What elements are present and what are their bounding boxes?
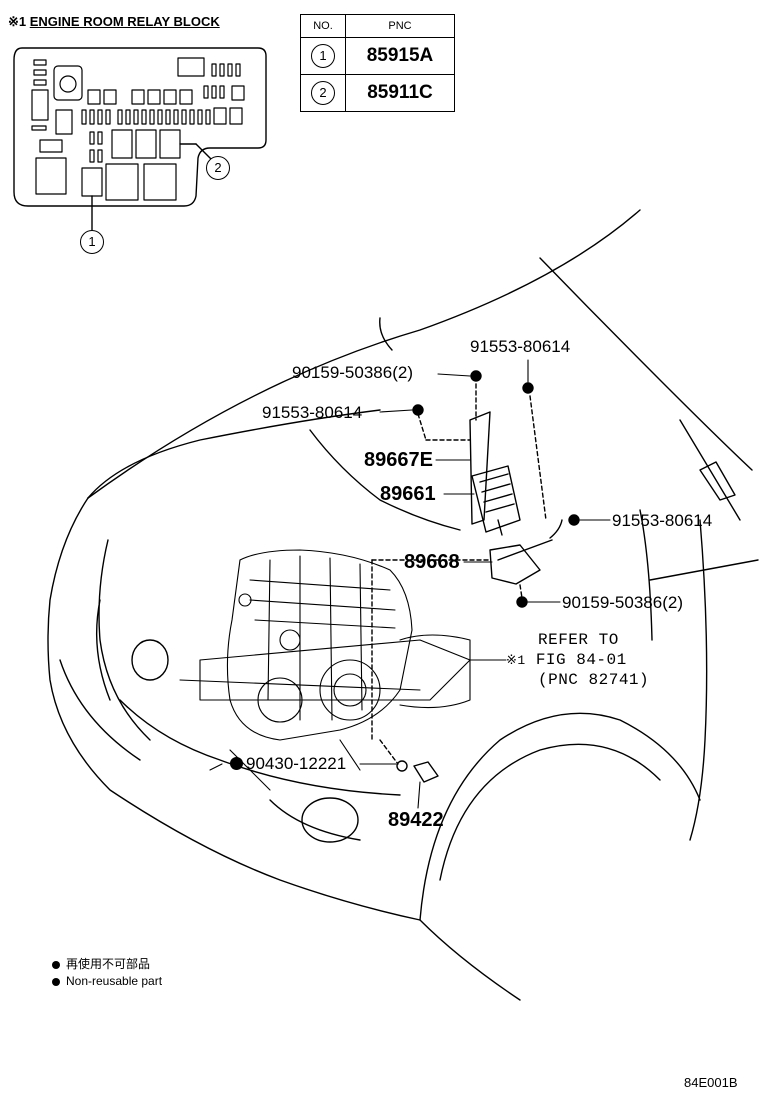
fender-outline [419,712,701,921]
reference-line-1: REFER TO [538,631,619,649]
relay-block-outline [13,47,267,207]
table-row: 1 85915A [300,37,455,75]
relay-callout-2: 2 [206,156,230,180]
engine-block [179,549,471,791]
label-bracket-lower[interactable]: 89668 [404,551,460,573]
label-ecu[interactable]: 89661 [380,483,436,505]
label-gasket[interactable]: 90430-12221 [230,755,346,772]
reference-line-3: (PNC 82741) [538,671,650,689]
label-bolt-lower[interactable]: 90159-50386(2) [562,593,683,612]
pnc-table-header-pnc: PNC [345,14,455,38]
row-number: 2 [311,81,335,105]
label-bolt-top[interactable]: 90159-50386(2) [292,363,413,382]
label-bracket[interactable]: 89667E [364,449,433,471]
front-bumper-outline [47,497,421,921]
legend-japanese-text: 再使用不可部品 [66,957,151,971]
figure-code: 84E001B [684,1075,738,1090]
pnc-table: NO. PNC 1 85915A 2 85911C [300,14,455,112]
fasteners [396,370,580,783]
relay-block-title: ※1 ENGINE ROOM RELAY BLOCK [8,14,220,30]
legend-japanese: 再使用不可部品 [52,958,150,970]
pnc-table-pnc-cell: 85911C [345,74,455,112]
relay-block-components [31,57,245,201]
label-sensor[interactable]: 89422 [388,809,444,831]
table-row: 2 85911C [300,74,455,112]
reference-mark: ※1 [506,653,526,668]
pnc-table-pnc-cell: 85915A [345,37,455,75]
reference-fig: FIG 84-01 [535,651,627,669]
relay-callout-1: 1 [80,230,104,254]
legend-dot-icon [52,960,60,969]
pnc-table-header-no: NO. [300,14,346,38]
pnc-table-no-cell: 2 [300,74,346,112]
legend-english: Non-reusable part [52,975,162,987]
ecu-assembly [469,411,563,585]
non-reusable-dot-icon [230,757,243,770]
pnc-table-no-cell: 1 [300,37,346,75]
relay-block-title-text: ENGINE ROOM RELAY BLOCK [29,14,220,29]
leader-lines [209,359,611,809]
label-nut-left[interactable]: 91553-80614 [262,403,363,422]
hood-outline [87,209,641,499]
legend-english-text: Non-reusable part [66,974,163,988]
label-gasket-text: 90430-12221 [246,754,347,773]
legend-dot-icon [52,977,60,986]
label-nut-right[interactable]: 91553-80614 [612,511,713,530]
label-nut-top-right[interactable]: 91553-80614 [470,337,571,356]
relay-block-ref-mark: ※1 [8,14,27,29]
reference-line-2[interactable]: ※1 FIG 84-01 [506,652,627,668]
pnc-table-header: NO. PNC [300,14,455,38]
row-number: 1 [311,44,335,68]
